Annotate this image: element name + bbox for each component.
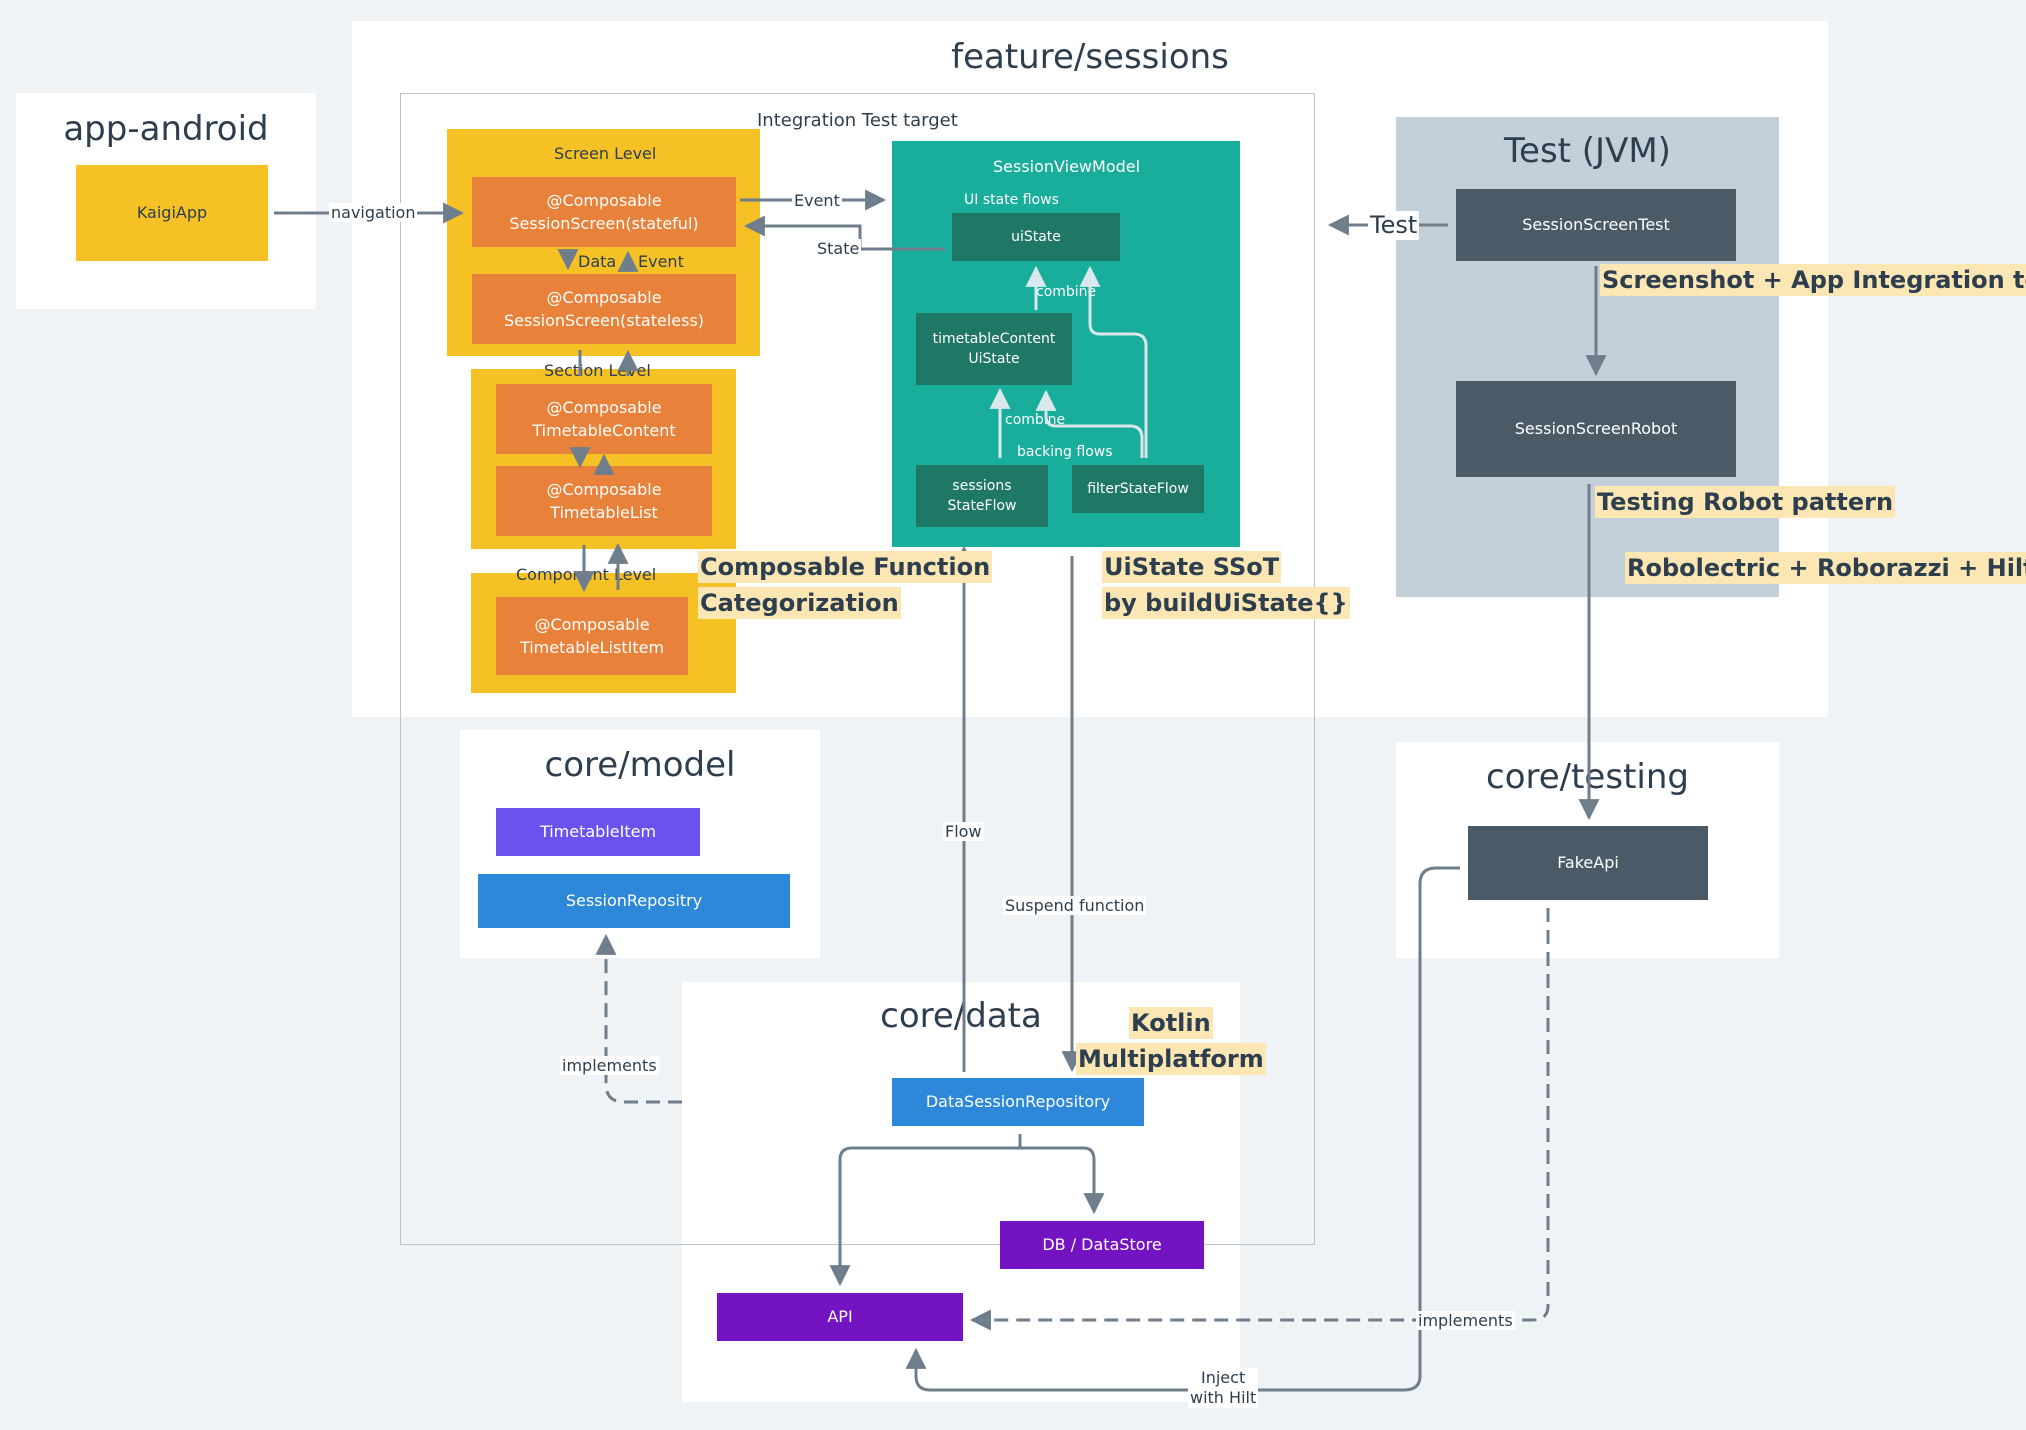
ui-state-box: uiState <box>952 213 1120 261</box>
inject-with-hilt-arrow <box>905 866 1460 1392</box>
timetable-content-ui-state-box: timetableContent UiState <box>916 313 1072 385</box>
implements-right-label: implements <box>1416 1311 1515 1331</box>
robolectric-note: Robolectric + Roborazzi + Hilt <box>1625 550 2026 586</box>
event-down-label: Event <box>638 252 684 271</box>
timetable-item-box: TimetableItem <box>496 808 700 856</box>
flow-label: Flow <box>943 822 984 842</box>
kotlin-note-line1: Kotlin <box>1129 1007 1213 1039</box>
integration-test-target-frame <box>400 93 1315 1245</box>
implements-left-arrow <box>595 933 682 1104</box>
event-label: Event <box>792 191 842 211</box>
repo-to-db-arrow <box>1020 1146 1105 1215</box>
inject-with-hilt-label: Inject with Hilt <box>1188 1368 1259 1408</box>
filter-to-content-arrow <box>1035 389 1144 458</box>
backing-flows-label: backing flows <box>1017 444 1113 460</box>
kaigi-app-box: KaigiApp <box>76 165 268 261</box>
core-model-title: core/model <box>544 745 736 785</box>
feature-sessions-title: feature/sessions <box>951 37 1229 77</box>
session-view-model-label: SessionViewModel <box>993 157 1141 176</box>
inject-line2: with Hilt <box>1190 1388 1257 1407</box>
session-screen-robot-box: SessionScreenRobot <box>1456 381 1736 477</box>
screen-level-label: Screen Level <box>554 144 657 163</box>
timetable-list-box: @Composable TimetableList <box>496 466 712 536</box>
composable-note-line1: Composable Function <box>698 551 993 583</box>
session-screen-stateless-box: @Composable SessionScreen(stateless) <box>472 274 736 344</box>
fake-api-box: FakeApi <box>1468 826 1708 900</box>
session-repository-box: SessionRepositry <box>478 874 790 928</box>
data-label: Data <box>578 252 617 271</box>
implements-left-label: implements <box>560 1056 659 1076</box>
ui-state-flows-label: UI state flows <box>964 192 1059 208</box>
filter-to-ui-state-arrow <box>1079 265 1148 458</box>
repo-to-api-arrow <box>829 1134 1022 1287</box>
api-box: API <box>717 1293 963 1341</box>
test-label: Test <box>1368 211 1420 240</box>
navigation-label: navigation <box>329 203 418 223</box>
state-arrow <box>743 215 945 251</box>
screenshot-integration-note: Screenshot + App Integration test <box>1600 262 2026 298</box>
uistate-note-line1: UiState SSoT <box>1102 551 1282 583</box>
combine-top-label: combine <box>1036 284 1097 300</box>
composable-note-line2: Categorization <box>698 587 901 619</box>
session-screen-stateful-box: @Composable SessionScreen(stateful) <box>472 177 736 247</box>
core-data-title: core/data <box>880 996 1042 1036</box>
core-testing-title: core/testing <box>1486 757 1689 797</box>
db-datastore-box: DB / DataStore <box>1000 1221 1204 1269</box>
timetable-list-item-box: @Composable TimetableListItem <box>496 597 688 675</box>
integration-test-target-label: Integration Test target <box>757 110 958 131</box>
state-label: State <box>815 239 862 259</box>
testing-robot-note: Testing Robot pattern <box>1595 486 1896 518</box>
inject-line1: Inject <box>1201 1368 1246 1387</box>
uistate-note-line2: by buildUiState{} <box>1102 587 1350 619</box>
app-android-title: app-android <box>63 109 269 149</box>
timetable-content-box: @Composable TimetableContent <box>496 384 712 454</box>
kotlin-multiplatform-note: Kotlin Multiplatform <box>1076 1005 1266 1077</box>
sessions-state-flow-box: sessions StateFlow <box>916 465 1048 527</box>
uistate-ssot-note: UiState SSoT by buildUiState{} <box>1102 549 1350 621</box>
data-session-repository-box: DataSessionRepository <box>892 1078 1144 1126</box>
test-jvm-title: Test (JVM) <box>1504 131 1671 171</box>
filter-state-flow-box: filterStateFlow <box>1072 465 1204 513</box>
suspend-function-label: Suspend function <box>1003 896 1147 916</box>
implements-right-arrow <box>969 908 1550 1331</box>
kotlin-note-line2: Multiplatform <box>1076 1043 1266 1075</box>
composable-categorization-note: Composable Function Categorization <box>698 549 993 621</box>
session-screen-test-box: SessionScreenTest <box>1456 189 1736 261</box>
